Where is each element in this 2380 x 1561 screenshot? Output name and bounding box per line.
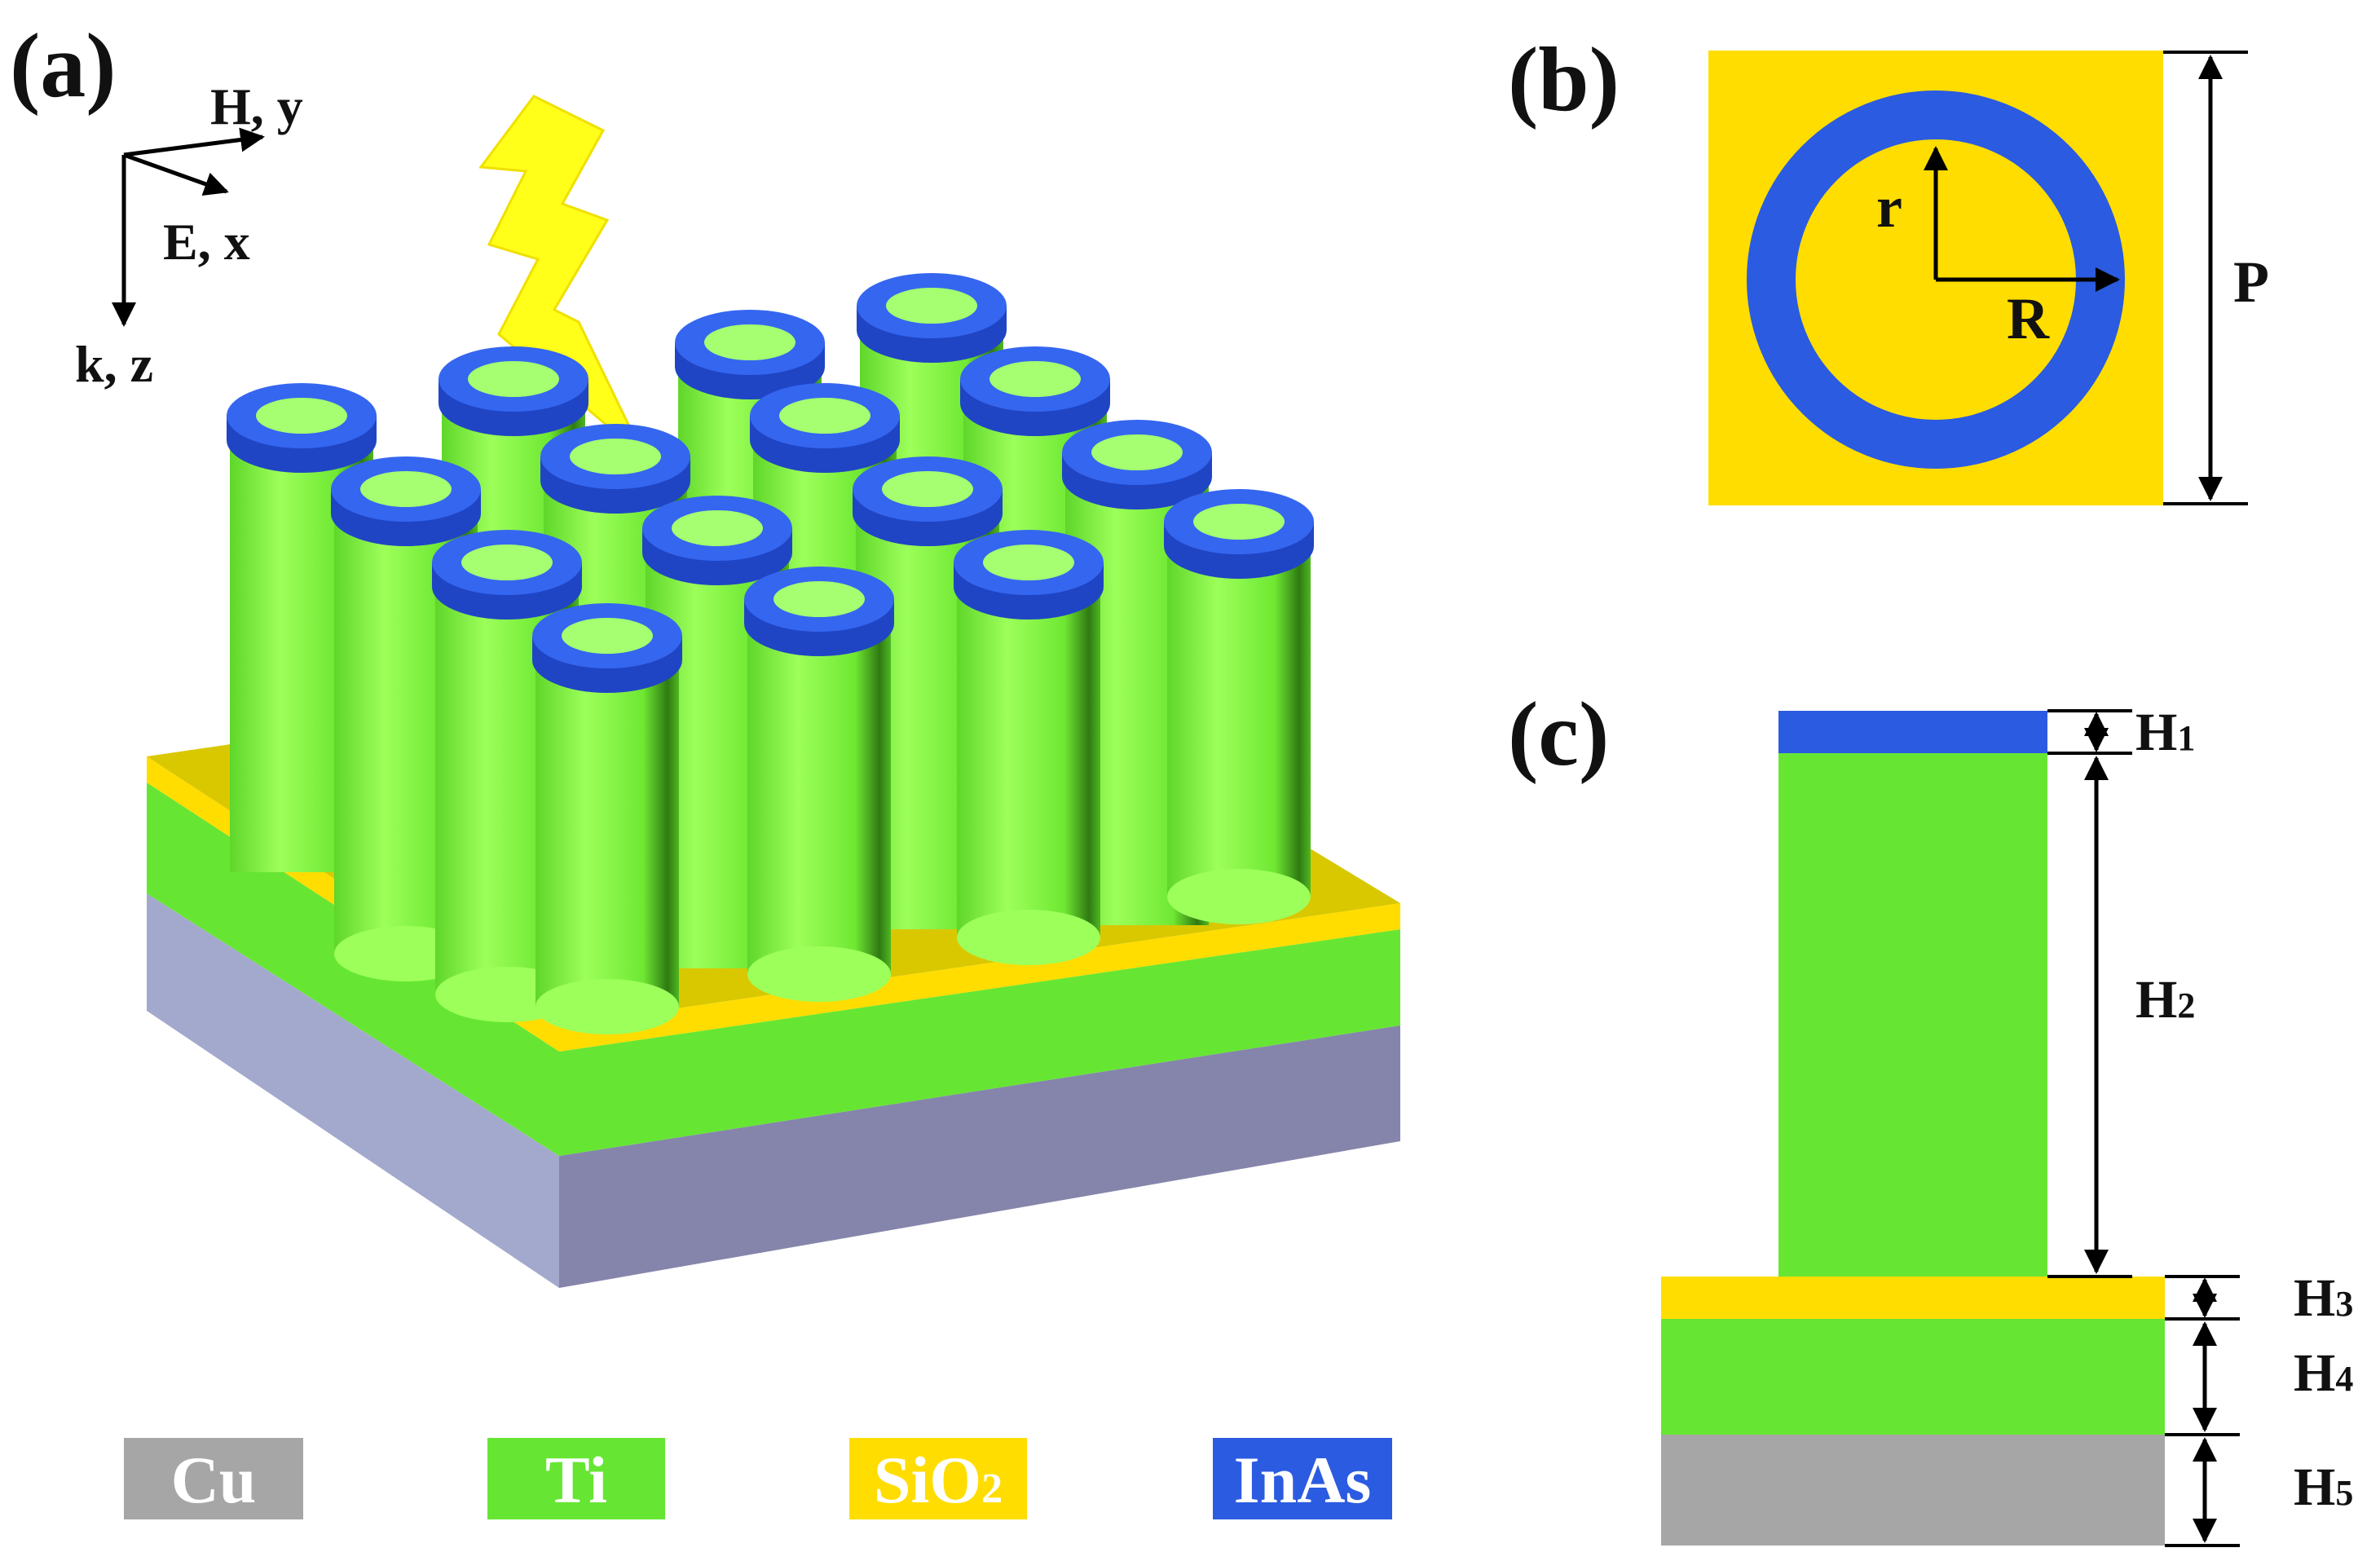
outer-radius-label: R (2007, 286, 2050, 351)
h4-label: H4 (2294, 1343, 2353, 1403)
legend-swatch-sio2 (849, 1438, 1027, 1519)
inner-radius-label: r (1876, 174, 1902, 240)
h5-label: H5 (2294, 1457, 2353, 1517)
sio2-spacer-layer (1661, 1277, 2165, 1319)
h1-label: H1 (2135, 703, 2195, 762)
panel-label-a: (a) (10, 15, 117, 117)
pillar (744, 567, 894, 1002)
pillar (954, 530, 1104, 965)
legend-label-ti: Ti (545, 1443, 607, 1517)
coordinate-axes (112, 127, 265, 327)
pillar (1164, 489, 1314, 924)
period-label: P (2233, 249, 2269, 315)
top-view: r R P (1708, 51, 2269, 505)
ti-pillar-body (1778, 753, 2047, 1277)
side-view: H1 H2 H3 H4 H5 (1661, 703, 2353, 1547)
ti-film-layer (1661, 1319, 2165, 1435)
legend-label-inas: InAs (1234, 1443, 1372, 1517)
h-axis-label: H, y (210, 77, 303, 135)
k-axis-label: k, z (75, 335, 153, 393)
panel-label-c: (c) (1508, 684, 1609, 785)
sio2-layer-right (559, 903, 1400, 1052)
legend-swatch-ti (487, 1438, 665, 1519)
h2-label: H2 (2135, 970, 2195, 1030)
legend-label-cu: Cu (171, 1443, 257, 1517)
cu-substrate-layer (1661, 1435, 2165, 1546)
e-axis-arrow (123, 152, 229, 196)
e-axis-label: E, x (163, 213, 250, 271)
panel-label-b: (b) (1508, 29, 1620, 130)
h3-label: H3 (2294, 1268, 2353, 1328)
pillar (532, 603, 682, 1034)
cu-layer-left (147, 893, 559, 1288)
legend-swatch-inas (1213, 1438, 1392, 1519)
material-legend: Cu Ti SiO2 InAs (124, 1438, 1392, 1519)
legend-swatch-cu (124, 1438, 303, 1519)
cu-layer-right (559, 1025, 1400, 1288)
ti-layer-right (559, 929, 1400, 1156)
pillar-array (227, 273, 1314, 1034)
h-axis-arrow (123, 127, 265, 157)
inas-cap-layer (1778, 711, 2047, 753)
legend-label-sio2: SiO2 (874, 1443, 1003, 1517)
pillar (432, 530, 582, 1022)
